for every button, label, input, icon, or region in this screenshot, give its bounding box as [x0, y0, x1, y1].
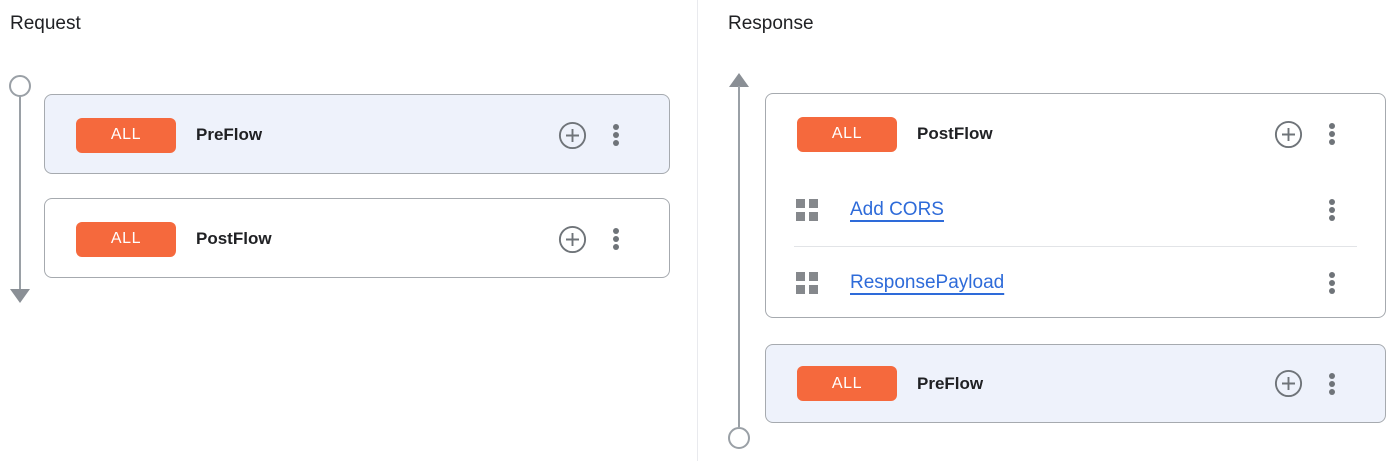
add-policy-button[interactable]	[558, 225, 587, 254]
response-panel: Response ALL PostFlow	[699, 0, 1393, 461]
flow-start-circle-icon	[9, 75, 31, 97]
flow-name-label: PostFlow	[196, 229, 272, 248]
policy-row: ResponsePayload	[766, 247, 1385, 319]
condition-badge: ALL	[76, 117, 176, 153]
request-panel-title: Request	[10, 13, 81, 34]
policy-divider	[794, 246, 1357, 247]
card-actions	[1274, 120, 1335, 149]
arrow-up-icon	[729, 73, 749, 87]
add-circle-outline-icon	[558, 121, 587, 149]
card-actions	[558, 225, 619, 254]
condition-badge: ALL	[797, 366, 897, 401]
vertical-dots-icon	[613, 124, 619, 146]
policy-row: Add CORS	[766, 174, 1385, 246]
card-actions	[1274, 369, 1335, 398]
more-options-button[interactable]	[1329, 272, 1335, 294]
flow-name-label: PostFlow	[917, 124, 993, 143]
flow-header: ALL PreFlow	[45, 95, 669, 175]
flow-name-label: PreFlow	[917, 373, 984, 393]
more-options-button[interactable]	[613, 228, 619, 250]
request-preflow-card[interactable]: ALL PreFlow	[44, 94, 670, 174]
vertical-dots-icon	[1329, 272, 1335, 294]
request-postflow-card[interactable]: ALL PostFlow	[44, 198, 670, 278]
flow-header: ALL PreFlow	[766, 345, 1385, 422]
request-panel: Request ALL PreFlow	[9, 0, 698, 461]
flow-header: ALL PostFlow	[45, 199, 669, 279]
flow-start-circle-icon	[728, 427, 750, 449]
card-actions	[558, 121, 619, 150]
grid-2x2-icon[interactable]	[796, 199, 818, 221]
response-panel-title: Response	[728, 13, 814, 34]
request-track-line	[19, 96, 21, 289]
arrow-down-icon	[10, 289, 30, 303]
add-policy-button[interactable]	[1274, 369, 1303, 398]
flow-header: ALL PostFlow	[766, 94, 1385, 174]
response-preflow-card[interactable]: ALL PreFlow	[765, 344, 1386, 423]
more-options-button[interactable]	[1329, 372, 1335, 395]
flow-name-label: PreFlow	[196, 125, 263, 144]
more-options-button[interactable]	[1329, 199, 1335, 221]
add-circle-outline-icon	[1274, 369, 1303, 398]
condition-badge: ALL	[76, 221, 176, 257]
add-policy-button[interactable]	[1274, 120, 1303, 149]
more-options-button[interactable]	[613, 124, 619, 146]
add-circle-outline-icon	[558, 225, 587, 253]
vertical-dots-icon	[613, 228, 619, 250]
vertical-dots-icon	[1329, 123, 1335, 145]
response-postflow-card[interactable]: ALL PostFlow	[765, 93, 1386, 318]
vertical-dots-icon	[1329, 372, 1335, 395]
grid-2x2-icon[interactable]	[796, 272, 818, 294]
response-track-line	[738, 86, 740, 427]
add-circle-outline-icon	[1274, 120, 1303, 148]
policy-link[interactable]: ResponsePayload	[850, 272, 1005, 293]
policy-link[interactable]: Add CORS	[850, 199, 944, 220]
add-policy-button[interactable]	[558, 121, 587, 150]
vertical-dots-icon	[1329, 199, 1335, 221]
more-options-button[interactable]	[1329, 123, 1335, 145]
condition-badge: ALL	[797, 116, 897, 152]
